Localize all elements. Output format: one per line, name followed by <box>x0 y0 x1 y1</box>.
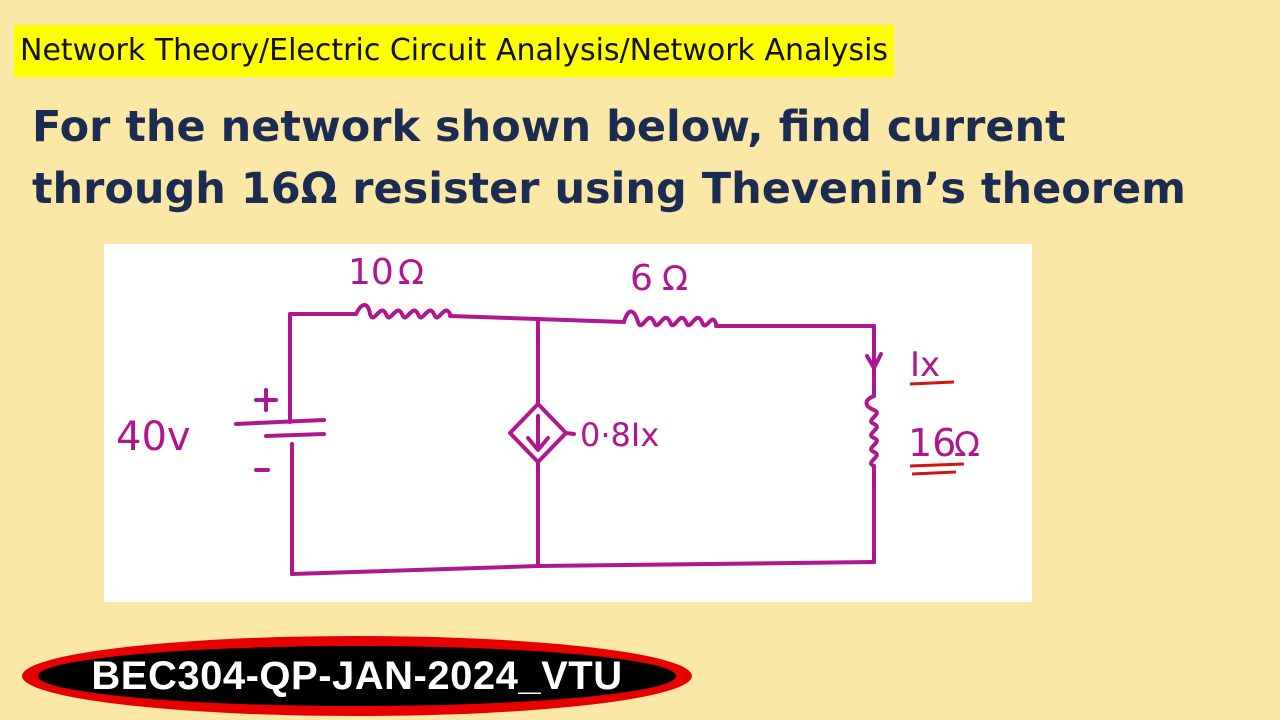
r3-underline <box>909 462 965 476</box>
question-line-2: through 16Ω resister using Thevenin’s th… <box>32 164 1186 214</box>
ix-arrow <box>865 352 883 370</box>
battery-short-plate <box>264 432 326 438</box>
r2-unit-label: Ω <box>662 259 688 299</box>
question-line-1: For the network shown below, find curren… <box>32 102 1066 152</box>
question-code: BEC304-QP-JAN-2024_VTU <box>91 653 623 698</box>
question-code-badge: BEC304-QP-JAN-2024_VTU <box>22 636 692 716</box>
r1-unit-label: Ω <box>398 253 424 293</box>
dependent-source-label: 0·8Ix <box>580 416 659 454</box>
label-connector <box>564 431 576 436</box>
source-voltage-label: 40v <box>116 414 191 460</box>
resistor-10 <box>354 303 452 320</box>
r3-unit-label: Ω <box>954 425 980 465</box>
r2-value-label: 6 <box>630 258 653 299</box>
resistor-6 <box>622 309 718 328</box>
resistor-16 <box>864 394 879 468</box>
r1-value-label: 10 <box>348 252 394 293</box>
circuit-diagram: 10 Ω 6 Ω 40v 0·8Ix Ix 16 Ω <box>104 244 1032 602</box>
topic-banner: Network Theory/Electric Circuit Analysis… <box>14 25 895 77</box>
plus-mark <box>254 388 278 412</box>
question-text: For the network shown below, find curren… <box>32 96 1262 220</box>
r3-value-label: 16 <box>908 421 956 465</box>
ix-label: Ix <box>910 345 940 385</box>
dependent-arrow <box>526 414 550 452</box>
battery-long-plate <box>234 418 326 426</box>
question-code-badge-inner: BEC304-QP-JAN-2024_VTU <box>38 646 676 706</box>
wire-bottom <box>290 560 876 576</box>
circuit-svg: 10 Ω 6 Ω 40v 0·8Ix Ix 16 Ω <box>116 252 980 576</box>
ix-underline <box>909 380 955 386</box>
dependent-source-diamond <box>508 402 568 464</box>
